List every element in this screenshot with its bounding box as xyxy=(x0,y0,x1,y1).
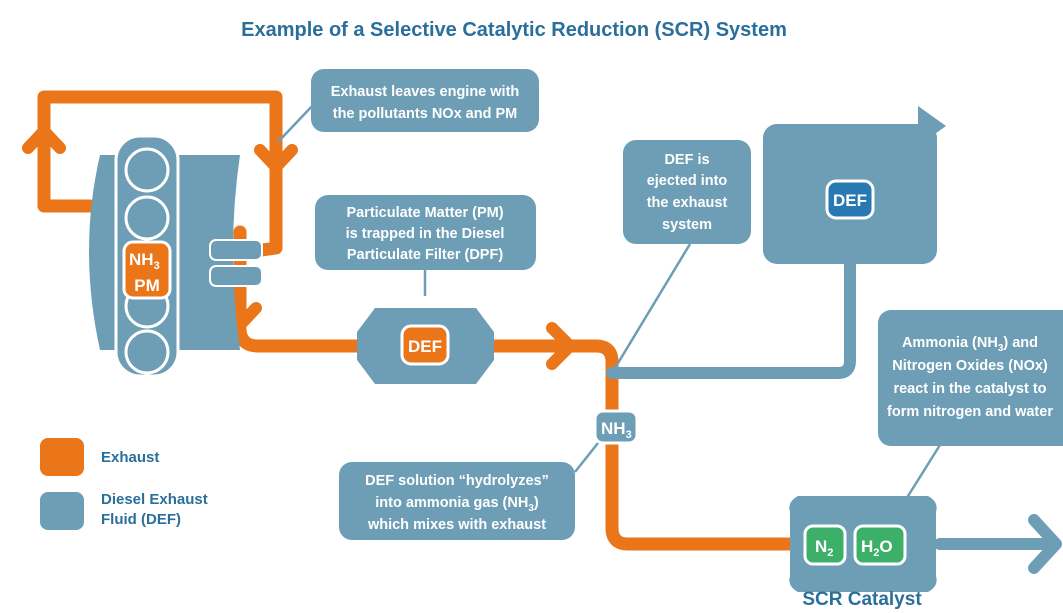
scr-catalyst: N2 H2O xyxy=(789,496,937,592)
hydrolyzes-line-3: which mixes with exhaust xyxy=(367,517,546,533)
output-arrowhead xyxy=(1028,514,1062,574)
pm-trapped-line-3: Particulate Filter (DPF) xyxy=(347,247,503,263)
pm-trapped-line-2: is trapped in the Diesel xyxy=(346,226,505,242)
connector-hydrolyzes xyxy=(574,437,603,473)
ammonia-line-3: react in the catalyst to xyxy=(893,381,1046,397)
callout-def-ejected: DEF is ejected into the exhaust system xyxy=(623,140,751,244)
svg-text:NH3: NH3 xyxy=(129,250,160,272)
callout-pm-trapped: Particulate Matter (PM) is trapped in th… xyxy=(315,195,536,270)
h2o-h-label: H xyxy=(861,537,873,556)
h2o-o-label: O xyxy=(879,537,892,556)
h2o-sub: 2 xyxy=(873,547,879,559)
exhaust-pipe-to-catalyst xyxy=(483,339,797,551)
nh3-node-label: NH xyxy=(601,419,626,438)
svg-text:Ammonia (NH3) and: Ammonia (NH3) and xyxy=(902,335,1038,354)
cylinder-1 xyxy=(124,147,170,193)
def-tank-cap xyxy=(918,106,946,146)
legend-swatch-def xyxy=(40,492,84,530)
svg-text:N2: N2 xyxy=(815,537,833,559)
ammonia-line-1-a: Ammonia (NH xyxy=(902,335,998,351)
nh3-node-sub: 3 xyxy=(626,429,632,441)
callout-hydrolyzes: DEF solution “hydrolyzes” into ammonia g… xyxy=(339,462,575,540)
arrow-right-dpf-out xyxy=(546,322,576,370)
pm-trapped-line-1: Particulate Matter (PM) xyxy=(346,205,503,221)
ammonia-line-1-sub: 3 xyxy=(998,343,1004,354)
ammonia-line-1-b: ) and xyxy=(1003,335,1038,351)
cylinder-4 xyxy=(124,329,170,375)
n2-badge xyxy=(803,524,847,566)
h2o-badge xyxy=(853,524,907,566)
connector-def-ejected xyxy=(610,243,692,374)
def-line-from-tank xyxy=(606,256,856,379)
svg-text:into ammonia gas (NH3): into ammonia gas (NH3) xyxy=(375,495,539,514)
exhaust-leaves-line-1: Exhaust leaves engine with xyxy=(331,84,520,100)
def-lines xyxy=(606,256,1054,550)
engine: NH3 PM xyxy=(89,134,263,378)
engine-pm-label: PM xyxy=(134,276,160,295)
hydrolyzes-line-2-b: ) xyxy=(534,495,539,511)
callout-ammonia: Ammonia (NH3) and Nitrogen Oxides (NOx) … xyxy=(878,310,1063,446)
manifold-stub-top xyxy=(209,239,263,261)
def-tank: DEF xyxy=(763,106,946,264)
legend-swatch-exhaust xyxy=(40,438,84,476)
hydrolyzes-line-2-a: into ammonia gas (NH xyxy=(375,495,528,511)
legend-exhaust-label: Exhaust xyxy=(101,449,159,466)
engine-nh-label: NH xyxy=(129,250,154,269)
hydrolyzes-line-2-sub: 3 xyxy=(528,503,534,514)
hydrolyzes-line-1: DEF solution “hydrolyzes” xyxy=(365,473,549,489)
manifold-stub-bottom xyxy=(209,265,263,287)
legend-def-label-2: Fluid (DEF) xyxy=(101,511,181,528)
dpf-def-badge xyxy=(400,324,450,366)
ammonia-line-4: form nitrogen and water xyxy=(887,404,1053,420)
nh3-node-box xyxy=(593,409,639,445)
arrow-up-left xyxy=(22,125,66,154)
catalyst-label: SCR Catalyst xyxy=(802,589,922,610)
dpf-filter: DEF xyxy=(357,308,494,384)
svg-text:H2O: H2O xyxy=(861,537,893,559)
def-ejected-line-4: system xyxy=(662,217,712,233)
ammonia-line-2: Nitrogen Oxides (NOx) xyxy=(892,358,1048,374)
svg-text:NH3: NH3 xyxy=(601,419,632,441)
engine-pollutant-badge xyxy=(122,240,172,300)
dpf-def-label: DEF xyxy=(408,337,442,356)
arrow-down-right-top xyxy=(254,144,298,173)
engine-nh-sub: 3 xyxy=(154,260,160,272)
def-ejected-line-1: DEF is xyxy=(664,152,709,168)
exhaust-loop-path xyxy=(37,90,283,257)
nh3-injection-node: NH3 xyxy=(593,409,639,445)
cylinder-2 xyxy=(124,195,170,241)
page-title: Example of a Selective Catalytic Reducti… xyxy=(241,19,787,41)
def-ejected-line-3: the exhaust xyxy=(647,195,728,211)
n2-label: N xyxy=(815,537,827,556)
connector-exhaust-leaves xyxy=(277,102,316,143)
def-tank-label: DEF xyxy=(833,191,867,210)
n2-sub: 2 xyxy=(827,547,833,559)
legend-def-label-1: Diesel Exhaust xyxy=(101,491,208,508)
callout-exhaust-leaves: Exhaust leaves engine with the pollutant… xyxy=(311,69,539,132)
def-tank-badge xyxy=(825,179,875,220)
exhaust-leaves-line-2: the pollutants NOx and PM xyxy=(333,106,517,122)
def-ejected-line-2: ejected into xyxy=(647,173,728,189)
legend: Exhaust Diesel Exhaust Fluid (DEF) xyxy=(40,438,208,530)
